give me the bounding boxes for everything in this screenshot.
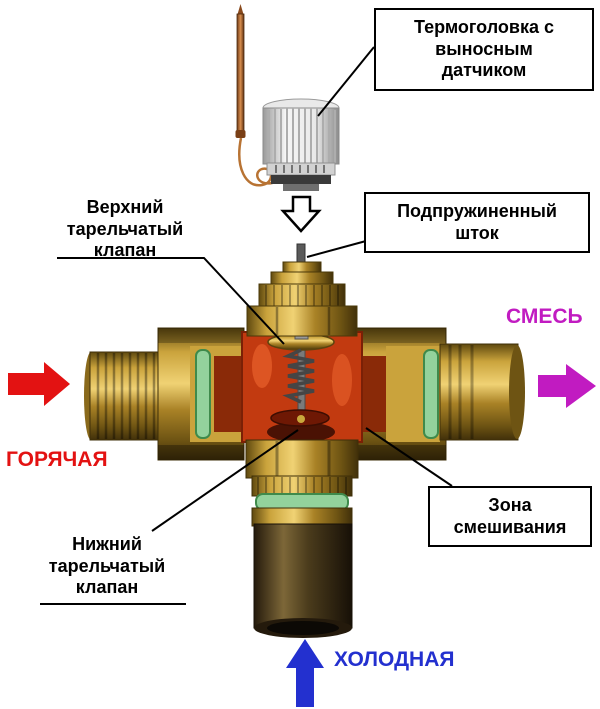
right-port xyxy=(355,327,525,461)
label-upper-valve-line2: тарельчатый xyxy=(66,218,184,239)
right-spigot-ribs xyxy=(448,345,474,439)
label-spring-stem-line1: Подпружиненный xyxy=(397,201,557,221)
thermostatic-head xyxy=(262,98,340,191)
label-lower-valve-line3: клапан xyxy=(75,577,139,598)
return-spring xyxy=(282,348,315,404)
bottom-port xyxy=(245,439,359,638)
label-spring-stem-line2: шток xyxy=(455,222,499,243)
valve-bonnet xyxy=(246,261,358,337)
bottom-hex-nut xyxy=(245,439,359,479)
leader-thermo-head xyxy=(317,46,375,117)
bottom-inlet-tube xyxy=(253,523,353,629)
right-nut-facet-top xyxy=(356,328,446,343)
label-thermo-head: Термоголовка с выносным датчиком xyxy=(374,8,594,91)
right-spigot-end xyxy=(509,345,525,439)
head-neck xyxy=(283,184,319,191)
bonnet-knurled-ring xyxy=(258,283,346,309)
label-thermo-head-line1: Термоголовка с xyxy=(413,17,555,37)
probe-base xyxy=(235,130,246,138)
label-lower-valve-line1: Нижний xyxy=(72,534,142,554)
bottom-hex-facets xyxy=(275,441,331,477)
label-lower-valve-line2: тарельчатый xyxy=(48,555,166,576)
label-mixing-zone-line1: Зона xyxy=(488,495,532,515)
right-gasket-ring xyxy=(423,349,439,439)
leader-upper-valve xyxy=(57,257,285,345)
mount-direction-arrow xyxy=(280,195,322,233)
interior-highlight-left xyxy=(252,344,272,388)
left-nipple-threads xyxy=(96,353,156,439)
probe-tip xyxy=(237,4,244,16)
head-dial-collar xyxy=(266,162,336,176)
label-mixing-zone-line2: смешивания xyxy=(453,516,567,537)
hot-flow-arrow xyxy=(8,362,70,406)
right-spigot xyxy=(439,343,519,441)
head-base-ring xyxy=(271,175,331,184)
left-gasket-ring xyxy=(195,349,211,439)
label-upper-valve-line3: клапан xyxy=(93,240,157,261)
bottom-tube-opening xyxy=(267,621,339,635)
left-nipple xyxy=(89,351,163,441)
label-lower-valve: Нижний тарельчатый клапан xyxy=(24,534,190,599)
bottom-knurl-lines xyxy=(257,477,347,495)
label-thermo-head-line3: датчиком xyxy=(441,60,527,81)
mixing-cavity xyxy=(267,422,335,442)
leader-lower-valve xyxy=(151,429,299,532)
label-flow-cold: ХОЛОДНАЯ xyxy=(334,648,455,671)
bonnet-hex-flange xyxy=(246,305,358,337)
cold-flow-arrow xyxy=(286,639,324,707)
left-port xyxy=(84,327,246,461)
label-flow-mix: СМЕСЬ xyxy=(506,305,583,328)
bonnet-hex-facets xyxy=(275,307,331,335)
left-inlet-channel xyxy=(214,356,246,432)
head-dial-ticks xyxy=(275,165,325,173)
leader-lines xyxy=(40,46,453,605)
head-ribs xyxy=(268,108,336,163)
label-flow-hot: ГОРЯЧАЯ xyxy=(6,448,108,471)
label-spring-stem: Подпружиненный шток xyxy=(364,192,590,254)
left-nut-facet-top xyxy=(158,328,244,343)
probe-body xyxy=(236,13,245,137)
central-interior xyxy=(241,267,363,443)
leader-mixing-zone xyxy=(365,427,453,487)
label-upper-valve: Верхний тарельчатый клапан xyxy=(40,197,210,262)
label-mixing-zone: Зона смешивания xyxy=(428,486,592,548)
bottom-brass-ring xyxy=(251,507,353,527)
label-upper-valve-line1: Верхний xyxy=(86,197,164,217)
lower-plate-nut xyxy=(297,415,305,423)
mix-flow-arrow xyxy=(538,364,596,408)
interior-highlight-right xyxy=(332,354,352,406)
label-thermo-head-line2: выносным xyxy=(435,38,533,59)
bonnet-knurl-lines xyxy=(265,285,339,307)
leader-stem xyxy=(306,240,367,258)
remote-sensor-probe xyxy=(235,4,246,138)
left-nut-facet-bottom xyxy=(158,445,244,460)
